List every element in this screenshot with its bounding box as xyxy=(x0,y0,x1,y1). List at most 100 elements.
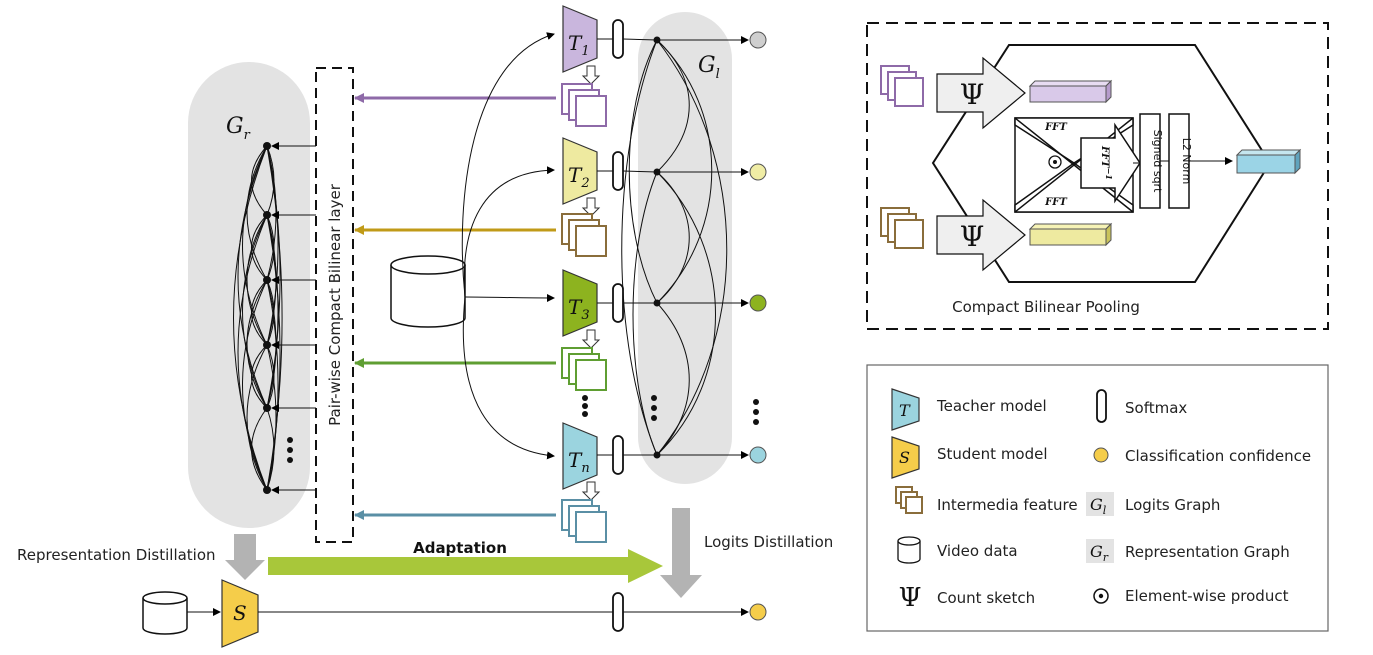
feature-map-3 xyxy=(575,359,607,391)
video-data-cylinder xyxy=(390,255,466,328)
psi-bottom: Ψ xyxy=(960,220,985,253)
gr-edge xyxy=(242,214,268,409)
sketch-vector-top xyxy=(1028,79,1113,104)
gr-edge xyxy=(246,145,268,281)
softmax-capsules xyxy=(612,19,624,632)
logits-graph-edges xyxy=(621,39,728,456)
gr-edge xyxy=(242,279,268,491)
gr-ellipsis xyxy=(287,437,293,463)
legend-video-label: Video data xyxy=(937,542,1018,560)
gr-node xyxy=(263,276,271,284)
ifft-label: FFT−1 xyxy=(1099,145,1114,180)
legend-rep-graph-symbol: Gr xyxy=(1090,542,1109,564)
gr-edge xyxy=(266,407,275,491)
graph-r-label: Gr xyxy=(226,114,251,143)
logits-ellipsis xyxy=(651,395,657,421)
legend-softmax-icon xyxy=(1096,389,1107,423)
gr-edge xyxy=(246,214,268,346)
cbp-feature-top xyxy=(880,65,924,107)
legend-rep-graph-label: Representation Graph xyxy=(1125,543,1290,561)
gr-edge xyxy=(251,407,268,491)
legend-teacher-label: Teacher model xyxy=(936,397,1047,415)
rep-distill-arrow xyxy=(225,534,265,580)
legend-student-icon: S xyxy=(891,436,920,479)
gr-node xyxy=(263,486,271,494)
legend-logits-graph-label: Logits Graph xyxy=(1125,496,1220,514)
legend-element-wise-label: Element-wise product xyxy=(1125,587,1289,605)
logits-distill-label: Logits Distillation xyxy=(704,533,833,551)
legend-psi-icon: Ψ xyxy=(899,583,922,613)
gr-edge xyxy=(237,214,268,491)
legend-video-icon xyxy=(897,536,921,564)
l2-norm-label: L2 Norm xyxy=(1180,138,1193,185)
gr-edge xyxy=(266,344,277,491)
gr-node xyxy=(263,341,271,349)
teacher-2: T2 xyxy=(562,137,598,205)
fft-block xyxy=(1014,117,1141,213)
legend-logits-graph-symbol: Gl xyxy=(1090,495,1107,517)
svg-text:T: T xyxy=(899,401,911,420)
fft-bottom-label: FFT xyxy=(1044,197,1068,208)
legend-student-label: Student model xyxy=(937,445,1048,463)
legend-element-wise-icon xyxy=(1093,588,1109,604)
adaptation-arrow xyxy=(268,549,663,583)
svg-text:T1: T1 xyxy=(568,31,590,59)
svg-text:Tn: Tn xyxy=(568,448,590,476)
cbp-panel xyxy=(866,22,1329,330)
svg-text:FFT−1: FFT−1 xyxy=(1099,145,1114,180)
fft-top-label: FFT xyxy=(1044,122,1068,133)
legend-feature-label: Intermedia feature xyxy=(937,496,1078,514)
gr-edge xyxy=(246,344,268,491)
gr-edge xyxy=(266,279,279,491)
gr-edge xyxy=(266,214,279,409)
gr-edge xyxy=(266,344,275,409)
rep-distill-label: Representation Distillation xyxy=(17,546,216,564)
signed-sqrt-label: Signed sqrt xyxy=(1151,130,1164,193)
legend-rep-graph-icon xyxy=(1086,539,1114,563)
gr-node xyxy=(263,211,271,219)
count-sketch-arrow-top xyxy=(936,56,1026,130)
svg-text:S: S xyxy=(899,448,910,467)
representation-graph-nodes xyxy=(263,142,271,494)
teacher-ellipsis xyxy=(582,395,588,417)
teacher-output-lines xyxy=(597,36,749,459)
intermediate-feature-stacks xyxy=(561,83,607,543)
gr-edge xyxy=(251,344,268,409)
graph-l-label: Gl xyxy=(698,53,720,82)
svg-text:T2: T2 xyxy=(568,163,590,191)
pairwise-layer-label: Pair-wise Compact Bilinear layer xyxy=(326,183,344,426)
teacher-1: T1 xyxy=(562,5,598,73)
legend-feature-icon xyxy=(895,486,923,514)
gr-edge xyxy=(246,279,268,409)
data-routing-curves xyxy=(461,32,555,460)
student-model: S xyxy=(221,579,259,648)
psi-top: Ψ xyxy=(960,78,985,111)
legend-teacher-icon: T xyxy=(891,388,920,431)
feature-map-2 xyxy=(575,225,607,257)
pairwise-layer-box xyxy=(315,67,354,543)
svg-text:S: S xyxy=(233,601,247,625)
cbp-output-vector xyxy=(1235,148,1302,175)
teacher-3: T3 xyxy=(562,269,598,337)
count-sketch-arrow-bottom xyxy=(936,198,1026,272)
representation-graph-edges xyxy=(233,145,283,491)
gr-node xyxy=(263,142,271,150)
legend-confidence-label: Classification confidence xyxy=(1125,447,1311,465)
logits-distill-arrow xyxy=(660,508,702,598)
output-ellipsis xyxy=(753,399,759,425)
feature-map-4 xyxy=(575,511,607,543)
sketch-vector-bottom xyxy=(1028,222,1113,247)
layer-to-gr-arrows xyxy=(271,142,316,494)
legend-softmax-label: Softmax xyxy=(1125,399,1187,417)
teacher-feature-arrows xyxy=(581,65,601,501)
teacher-n: Tn xyxy=(562,422,598,490)
feature-map-1 xyxy=(575,95,607,127)
element-wise-product-icon xyxy=(1048,155,1062,169)
legend-confidence-icon xyxy=(1093,447,1109,463)
confidence-outputs xyxy=(749,31,767,621)
gr-edge xyxy=(242,145,268,346)
gr-node xyxy=(263,404,271,412)
cbp-feature-bottom xyxy=(880,207,924,249)
student-video-cylinder xyxy=(142,591,188,635)
